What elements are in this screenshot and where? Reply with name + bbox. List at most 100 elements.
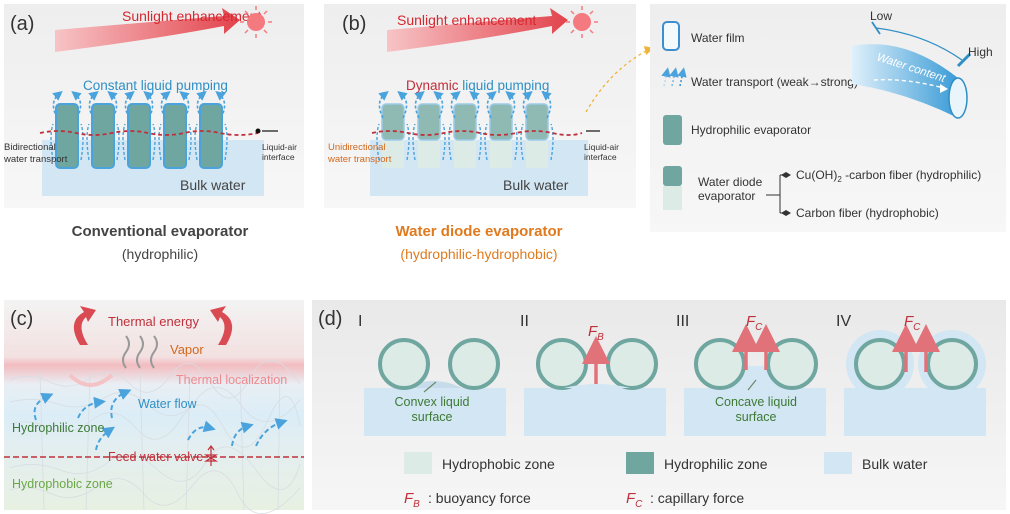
legend-hydrophobic: Hydrophobic zone <box>442 456 555 472</box>
thermal-arrow-left <box>73 306 96 345</box>
pumping-rest-words: liquid pumping <box>459 78 550 93</box>
panel-a-subtitle: (hydrophilic) <box>122 246 198 262</box>
fb-letter: F <box>588 323 598 340</box>
diode-pillar-top <box>417 103 441 141</box>
diode-bottom-icon <box>663 186 682 210</box>
hydrophilic-pillar <box>55 103 79 169</box>
panel-a-bulk-label: Bulk water <box>180 177 246 193</box>
tube-flow-head <box>940 84 948 93</box>
panel-b-left-note-1: Unidirectional <box>328 142 386 153</box>
panel-d-label: (d) <box>318 308 342 330</box>
transport-arrow <box>80 123 84 161</box>
transport-arrow <box>188 123 192 161</box>
stage-4-fiber-left <box>854 338 906 390</box>
legend-water-film: Water film <box>691 31 745 45</box>
concave-label-1: Concave liquid <box>715 395 797 409</box>
panel-b-left-note-2: water transport <box>327 154 392 165</box>
transport-arrow <box>224 123 228 161</box>
stage-4: FC <box>844 313 986 436</box>
transport-arrow <box>107 90 118 119</box>
transport-arrow <box>50 123 54 161</box>
panel-b-label: (b) <box>342 13 366 35</box>
transport-arrow <box>520 123 524 161</box>
low-high-line <box>875 27 963 61</box>
legend-hydrophilic-evaporator: Hydrophilic evaporator <box>691 123 811 137</box>
interface-pointer-dot-a <box>255 128 261 134</box>
legend-fc-symbol: FC <box>626 490 643 510</box>
panel-b-pumping-label: Dynamic liquid pumping <box>406 78 549 93</box>
legend-cu-fiber: Cu(OH)2 -carbon fiber (hydrophilic) <box>796 168 981 184</box>
stage-1: Convex liquid surface <box>364 338 506 436</box>
stage-3-bulk <box>684 388 826 436</box>
legend-fb-symbol: FB <box>404 490 420 510</box>
diode-pillar-bottom <box>382 140 404 168</box>
hydrophilic-pillar <box>163 103 187 169</box>
hydrophilic-pillar <box>91 103 115 169</box>
sun-icon-b <box>566 6 598 38</box>
transport-arrow <box>522 90 533 119</box>
transport-arrow <box>484 123 488 161</box>
transport-arrow <box>406 123 410 161</box>
legend-fc-letter: F <box>626 490 636 507</box>
stage-1-label: I <box>358 313 362 330</box>
stage-3-fiber-left <box>694 338 746 390</box>
fc-label-3: FC <box>746 313 763 333</box>
panel-b-sunlight-label: Sunlight enhancement <box>397 12 536 28</box>
transport-arrow <box>122 123 126 161</box>
transport-arrow <box>541 90 552 119</box>
fb-label: FB <box>588 323 604 343</box>
transport-arrow <box>143 90 154 119</box>
transport-arrow <box>469 90 480 119</box>
legend-low: Low <box>870 9 892 23</box>
legend-water-transport: Water transport (weak→strong) <box>691 75 858 89</box>
panel-b: (b) Sunlight enhancement Dynamic liquid … <box>324 4 654 262</box>
panel-c-vapor: Vapor <box>170 342 204 357</box>
low-tick <box>871 21 881 35</box>
transport-arrow <box>378 90 389 119</box>
thermal-arrow-right <box>210 306 233 345</box>
transport-arrow <box>194 123 198 161</box>
stage-4-label: IV <box>836 313 851 330</box>
panel-a-title: Conventional evaporator <box>72 223 249 240</box>
legend-fb-sub: B <box>413 499 420 510</box>
hydrophilic-pillar <box>199 103 223 169</box>
tube-end <box>948 77 968 119</box>
transport-arrow <box>52 90 63 119</box>
transport-arrow <box>433 90 444 119</box>
stage-1-bulk <box>364 388 506 436</box>
legend-fc-desc: : capillary force <box>650 490 744 506</box>
transport-arrow <box>179 90 190 119</box>
transport-arrow <box>124 90 135 119</box>
panel-c-hydrophobic-zone: Hydrophobic zone <box>12 477 113 491</box>
diode-pillar-top <box>453 103 477 141</box>
stage-2-meniscus <box>564 384 630 388</box>
stage-2-label: II <box>520 313 529 330</box>
fc-sub-4: C <box>913 322 921 333</box>
fb-sub: B <box>597 332 604 343</box>
legend-fc-sub: C <box>635 499 643 510</box>
legend-top-panel: Water film Water transport (weak→strong)… <box>650 4 1006 232</box>
stage-2-fiber-right <box>606 338 658 390</box>
legend-bulk-swatch <box>824 452 852 474</box>
transport-arrow <box>486 90 497 119</box>
diode-pillar-top <box>381 103 405 141</box>
legend-carbon-fiber: Carbon fiber (hydrophobic) <box>796 206 939 220</box>
panel-c-thermal-energy: Thermal energy <box>108 314 200 329</box>
stage-4-fiber-right <box>926 338 978 390</box>
panel-a-sunlight-label: Sunlight enhancement <box>122 8 261 24</box>
bracket-diamond-bottom <box>781 210 791 216</box>
bulk-water-b <box>370 140 588 196</box>
sunlight-arrow-b <box>387 8 568 52</box>
interface-line-b <box>371 130 583 136</box>
stage-2: FB <box>524 323 666 436</box>
panel-c-water-flow: Water flow <box>138 397 198 411</box>
panel-a-right-note-1: Liquid-air <box>262 142 297 152</box>
transport-arrow <box>86 123 90 161</box>
panel-c-hydrophilic-zone: Hydrophilic zone <box>12 421 104 435</box>
panel-a-label: (a) <box>10 13 34 35</box>
transport-arrow <box>376 123 380 161</box>
transport-arrow <box>450 90 461 119</box>
sun-icon <box>240 6 272 38</box>
water-flow-arrows <box>33 388 288 451</box>
